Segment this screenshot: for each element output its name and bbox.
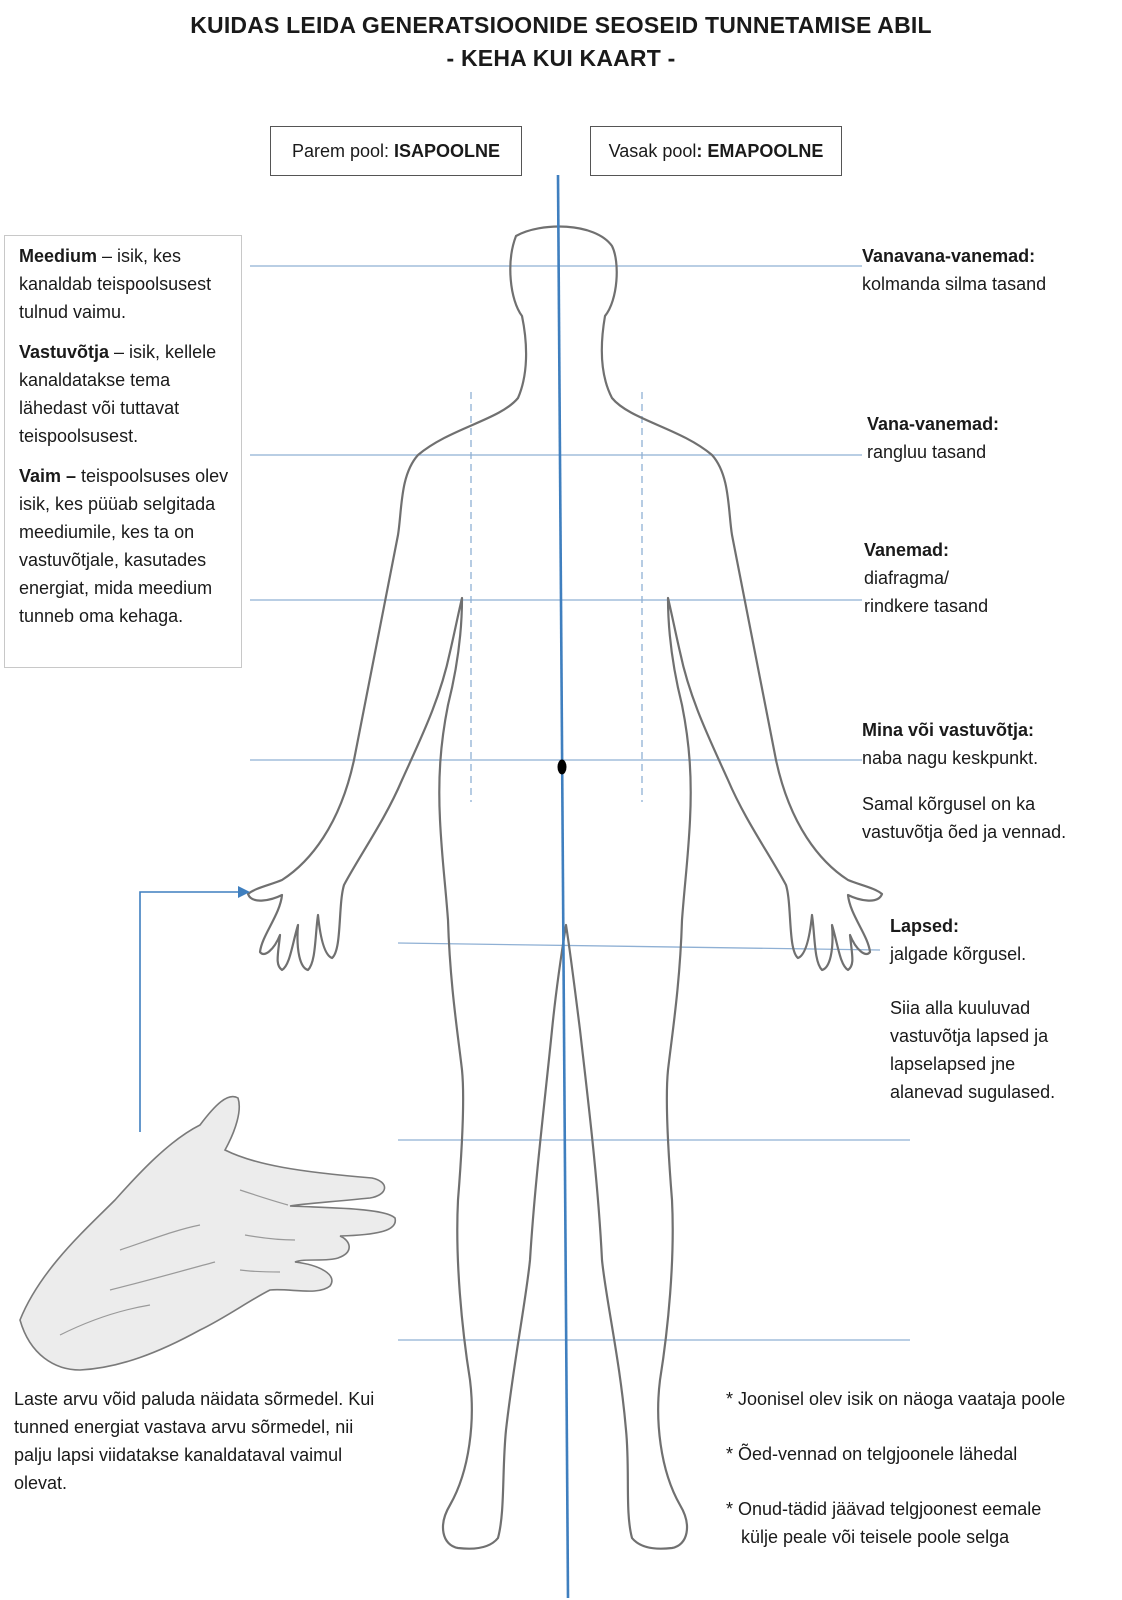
level-heading: Vanemad:: [864, 540, 950, 560]
level-text: naba nagu keskpunkt.: [862, 748, 1039, 768]
footnote-item: külje peale või teisele poole selga: [726, 1527, 1010, 1547]
level-heading: Lapsed:: [890, 916, 960, 936]
definition-term: Meedium: [19, 246, 98, 266]
level-parents: Vanemad: diafragma/ rindkere tasand: [864, 536, 988, 620]
page-subtitle: - KEHA KUI KAART -: [446, 45, 676, 71]
definition-text: – isik, kellele kanaldatakse tema läheda…: [19, 342, 217, 446]
finger-count-note: Laste arvu võid paluda näidata sõrmedel.…: [14, 1389, 375, 1493]
level-heading: Vanavana-vanemad:: [862, 246, 1036, 266]
level-grandparents: Vana-vanemad: rangluu tasand: [867, 410, 999, 466]
level-great-grandparents: Vanavana-vanemad: kolmanda silma tasand: [862, 242, 1046, 298]
level-heading: Vana-vanemad:: [867, 414, 1000, 434]
level-text: diafragma/ rindkere tasand: [864, 568, 989, 616]
level-children: Lapsed: jalgade kõrgusel.: [890, 912, 1026, 968]
definition-term: Vastuvõtja: [19, 342, 110, 362]
level-text: rangluu tasand: [867, 442, 987, 462]
arrowhead-icon: [238, 886, 250, 898]
siblings-note: Samal kõrgusel on ka vastuvõtja õed ja v…: [862, 794, 1067, 842]
level-heading: Mina või vastuvõtja:: [862, 720, 1035, 740]
definition-text: teispoolsuses olev isik, kes püüab selgi…: [19, 466, 229, 626]
footnote-item: * Joonisel olev isik on näoga vaataja po…: [726, 1389, 1066, 1409]
right-side-box: Parem pool: ISAPOOLNE: [270, 126, 522, 176]
right-side-value: ISAPOOLNE: [394, 140, 501, 161]
definition-spirit: Vaim – teispoolsuses olev isik, kes püüa…: [19, 462, 231, 630]
connector-arrow-line: [139, 891, 240, 1132]
definitions-box: Meedium – isik, kes kanaldab teispoolsus…: [4, 235, 242, 668]
footnote-item: * Õed-vennad on telgjoonele lähedal: [726, 1444, 1018, 1464]
left-side-box: Vasak pool : EMAPOOLNE: [590, 126, 842, 176]
left-side-value: : EMAPOOLNE: [696, 140, 824, 161]
footnotes: * Joonisel olev isik on näoga vaataja po…: [726, 1385, 1118, 1551]
left-side-label: Vasak pool: [608, 140, 697, 161]
central-axis-line: [556, 174, 570, 1599]
definition-term: Vaim –: [19, 466, 77, 486]
level-text: kolmanda silma tasand: [862, 274, 1047, 294]
descendants-note: Siia alla kuuluvad vastuvõtja lapsed ja …: [890, 998, 1056, 1102]
page-title: KUIDAS LEIDA GENERATSIOONIDE SEOSEID TUN…: [190, 12, 932, 38]
right-side-label: Parem pool:: [291, 140, 390, 161]
definition-medium: Meedium – isik, kes kanaldab teispoolsus…: [19, 242, 231, 326]
footnote-item: * Onud-tädid jäävad telgjoonest eemale: [726, 1499, 1042, 1519]
level-text: jalgade kõrgusel.: [890, 944, 1027, 964]
navel-point: [557, 759, 567, 775]
definition-text: – isik, kes kanaldab teispoolsusest tuln…: [19, 246, 212, 322]
level-self: Mina või vastuvõtja: naba nagu keskpunkt…: [862, 716, 1038, 772]
body-outline: [246, 225, 884, 1550]
guide-line-legs: [397, 942, 881, 951]
definition-recipient: Vastuvõtja – isik, kellele kanaldatakse …: [19, 338, 231, 450]
hand-illustration: [19, 1095, 397, 1371]
